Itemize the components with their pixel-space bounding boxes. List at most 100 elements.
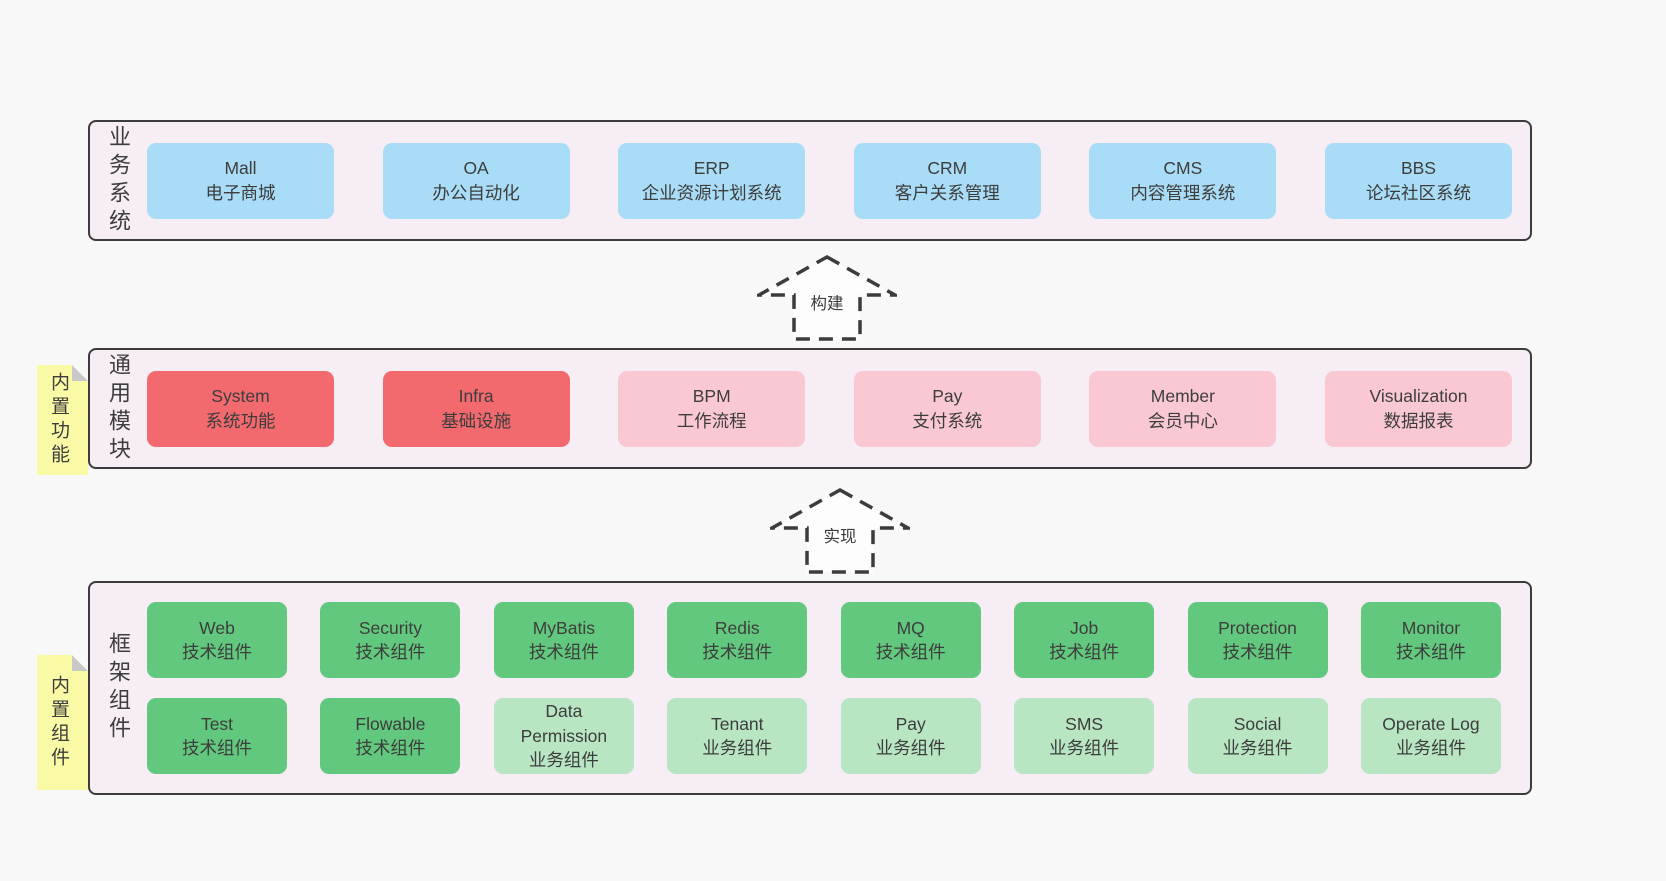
box-title: System bbox=[211, 386, 270, 406]
box-title: Visualization bbox=[1369, 386, 1468, 406]
framework-row-1: Web 技术组件 Security 技术组件 MyBatis 技术组件 Redi… bbox=[147, 602, 1501, 678]
box-subtitle: 客户关系管理 bbox=[894, 182, 1000, 203]
sticky-note-label: 内置组件 bbox=[48, 674, 69, 771]
box-title: SMS bbox=[1065, 713, 1104, 734]
box-title: Operate Log bbox=[1382, 713, 1480, 734]
box-title: Pay bbox=[895, 713, 926, 734]
box-oa: OA 办公自动化 bbox=[382, 142, 570, 219]
box-title: Web bbox=[199, 617, 235, 638]
box-member: Member 会员中心 bbox=[1089, 370, 1277, 447]
box-subtitle: 技术组件 bbox=[355, 738, 426, 758]
box-subtitle: 业务组件 bbox=[1395, 738, 1466, 758]
panel-side-label: 通用模块 bbox=[106, 352, 131, 465]
box-title: Test bbox=[200, 713, 234, 734]
box-subtitle: 技术组件 bbox=[1049, 642, 1120, 662]
box-subtitle: 技术组件 bbox=[182, 642, 252, 662]
box-visualization: Visualization 数据报表 bbox=[1324, 370, 1512, 447]
panel-side-label: 框架组件 bbox=[106, 632, 131, 744]
folded-corner-icon bbox=[72, 655, 88, 671]
box-subtitle: 技术组件 bbox=[528, 642, 599, 662]
framework-box-rows: Web 技术组件 Security 技术组件 MyBatis 技术组件 Redi… bbox=[147, 602, 1501, 774]
business-box-row: Mall 电子商城 OA 办公自动化 ERP 企业资源计划系统 CRM 客户关系… bbox=[147, 122, 1512, 239]
box-cms: CMS 内容管理系统 bbox=[1089, 142, 1277, 219]
sticky-note-built-in-components: 内置组件 bbox=[37, 655, 88, 790]
box-security: Security 技术组件 bbox=[320, 602, 461, 678]
box-title: Data Permission bbox=[520, 701, 608, 746]
box-title: ERP bbox=[693, 158, 730, 178]
box-infra: Infra 基础设施 bbox=[382, 370, 570, 447]
box-title: Mall bbox=[224, 158, 257, 178]
box-social: Social 业务组件 bbox=[1187, 698, 1328, 774]
box-subtitle: 内容管理系统 bbox=[1130, 182, 1236, 203]
box-subtitle: 论坛社区系统 bbox=[1365, 182, 1471, 203]
sticky-note-built-in-features: 内置功能 bbox=[37, 365, 88, 475]
framework-row-2: Test 技术组件 Flowable 技术组件 Data Permission … bbox=[147, 698, 1501, 774]
box-bpm: BPM 工作流程 bbox=[618, 370, 806, 447]
box-subtitle: 企业资源计划系统 bbox=[641, 182, 782, 203]
box-mq: MQ 技术组件 bbox=[840, 602, 981, 678]
folded-corner-icon bbox=[72, 365, 88, 381]
panel-common-modules: 通用模块 System 系统功能 Infra 基础设施 BPM 工作流程 Pay… bbox=[88, 348, 1532, 469]
box-subtitle: 办公自动化 bbox=[432, 182, 520, 203]
box-title: Job bbox=[1070, 617, 1099, 638]
box-sms: SMS 业务组件 bbox=[1014, 698, 1155, 774]
box-subtitle: 工作流程 bbox=[676, 410, 747, 431]
box-title: OA bbox=[463, 158, 489, 178]
box-title: Security bbox=[358, 617, 423, 638]
box-title: Member bbox=[1150, 386, 1215, 406]
box-subtitle: 技术组件 bbox=[1222, 642, 1293, 662]
box-title: Monitor bbox=[1401, 617, 1461, 638]
box-subtitle: 业务组件 bbox=[875, 738, 946, 758]
box-system: System 系统功能 bbox=[147, 370, 334, 447]
box-subtitle: 技术组件 bbox=[355, 642, 426, 662]
box-web: Web 技术组件 bbox=[147, 602, 287, 678]
box-test: Test 技术组件 bbox=[147, 698, 287, 774]
box-subtitle: 系统功能 bbox=[205, 410, 276, 431]
box-title: BPM bbox=[692, 386, 731, 406]
box-subtitle: 电子商城 bbox=[205, 182, 276, 203]
sticky-note-label: 内置功能 bbox=[48, 372, 69, 468]
box-job: Job 技术组件 bbox=[1014, 602, 1155, 678]
box-subtitle: 会员中心 bbox=[1147, 410, 1218, 431]
box-title: Flowable bbox=[355, 713, 426, 734]
box-title: BBS bbox=[1400, 158, 1436, 178]
box-title: CMS bbox=[1163, 158, 1203, 178]
box-title: MQ bbox=[896, 617, 925, 638]
box-subtitle: 业务组件 bbox=[528, 750, 599, 771]
box-subtitle: 技术组件 bbox=[702, 642, 773, 662]
box-title: Social bbox=[1233, 713, 1282, 734]
box-redis: Redis 技术组件 bbox=[667, 602, 808, 678]
box-subtitle: 基础设施 bbox=[441, 410, 512, 431]
box-tenant: Tenant 业务组件 bbox=[667, 698, 808, 774]
box-flowable: Flowable 技术组件 bbox=[320, 698, 461, 774]
box-crm: CRM 客户关系管理 bbox=[853, 142, 1041, 219]
arrow-implement: 实现 bbox=[770, 487, 910, 575]
box-pay-system: Pay 支付系统 bbox=[853, 370, 1041, 447]
box-bbs: BBS 论坛社区系统 bbox=[1324, 142, 1512, 219]
arrow-implement-label: 实现 bbox=[821, 523, 859, 547]
box-erp: ERP 企业资源计划系统 bbox=[618, 142, 806, 219]
box-subtitle: 业务组件 bbox=[1222, 738, 1293, 758]
box-monitor: Monitor 技术组件 bbox=[1360, 602, 1501, 678]
panel-framework-components: 框架组件 Web 技术组件 Security 技术组件 MyBatis 技术组件… bbox=[88, 581, 1532, 795]
arrow-build: 构建 bbox=[757, 254, 897, 342]
box-title: Tenant bbox=[710, 713, 764, 734]
box-subtitle: 业务组件 bbox=[1049, 738, 1120, 758]
box-operate-log: Operate Log 业务组件 bbox=[1360, 698, 1501, 774]
box-title: Infra bbox=[458, 386, 494, 406]
modules-box-row: System 系统功能 Infra 基础设施 BPM 工作流程 Pay 支付系统… bbox=[147, 350, 1512, 467]
panel-business-systems: 业务系统 Mall 电子商城 OA 办公自动化 ERP 企业资源计划系统 CRM… bbox=[88, 120, 1532, 241]
box-title: MyBatis bbox=[532, 617, 595, 638]
box-subtitle: 技术组件 bbox=[182, 738, 252, 758]
box-subtitle: 技术组件 bbox=[1395, 642, 1466, 662]
box-pay-component: Pay 业务组件 bbox=[840, 698, 981, 774]
box-subtitle: 业务组件 bbox=[702, 738, 773, 758]
box-title: Redis bbox=[714, 617, 760, 638]
box-title: Protection bbox=[1218, 617, 1297, 638]
box-title: CRM bbox=[927, 158, 968, 178]
box-mall: Mall 电子商城 bbox=[147, 142, 334, 219]
box-subtitle: 技术组件 bbox=[875, 642, 946, 662]
box-subtitle: 支付系统 bbox=[912, 410, 983, 431]
box-subtitle: 数据报表 bbox=[1383, 410, 1454, 431]
